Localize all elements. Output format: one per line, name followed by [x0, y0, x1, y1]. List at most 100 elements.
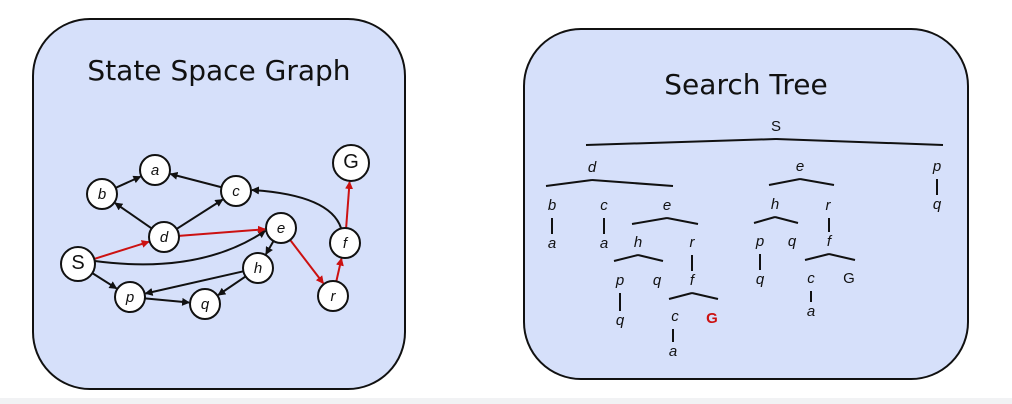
tree-node-n_h2: h [771, 196, 779, 213]
graph-node-label-e: e [277, 220, 285, 237]
graph-node-label-a: a [151, 162, 159, 179]
node-circle [139, 154, 171, 186]
edge-f-G [345, 180, 354, 229]
tree-branch-left-root [585, 138, 777, 146]
node-circle [189, 288, 221, 320]
edge-S-e [94, 229, 267, 266]
tree-branch-left-n_h1 [613, 254, 639, 262]
tree-node-n_b: b [548, 197, 556, 214]
tree-node-n_G1: G [706, 310, 718, 327]
tree-node-n_p1: p [932, 158, 941, 175]
edge-b-a [115, 175, 142, 189]
graph-node-label-q: q [201, 296, 210, 313]
tree-node-n_f2: f [827, 233, 833, 250]
graph-node-label-S: S [71, 252, 84, 274]
tree-node-n_f1: f [690, 272, 696, 289]
node-circle [329, 227, 361, 259]
tree-node-n_e1: e [796, 158, 804, 175]
edge-S-p [91, 272, 118, 290]
graph-node-label-f: f [343, 235, 349, 252]
search-tree-title: Search Tree [664, 68, 828, 101]
graph-node-b: b [86, 178, 118, 210]
graph-node-a: a [139, 154, 171, 186]
graph-node-p: p [114, 281, 146, 313]
node-circle [86, 178, 118, 210]
tree-branch-left-n_e1 [768, 178, 801, 186]
tree-branch-left-n_f1 [668, 292, 693, 300]
tree-node-n_r2: r [826, 197, 832, 214]
tree-node-n_c3: c [807, 270, 815, 287]
tree-node-n_q4: q [756, 271, 765, 288]
edge-r-f [335, 257, 344, 282]
edge-d-e [178, 225, 267, 237]
tree-node-n_q2: q [616, 312, 625, 329]
edge-e-h [265, 240, 275, 255]
graph-node-label-c: c [232, 183, 240, 200]
tree-node-n_q5: q [933, 196, 942, 213]
graph-node-label-p: p [125, 289, 134, 306]
graph-node-e: e [265, 212, 297, 244]
tree-node-n_a3: a [669, 343, 677, 360]
graph-node-h: h [242, 252, 274, 284]
tree-node-n_a2: a [600, 235, 608, 252]
graph-node-q: q [189, 288, 221, 320]
tree-node-n_G2: G [843, 270, 855, 287]
tree-branch-right-root [775, 138, 944, 146]
tree-branch-right-n_f1 [691, 292, 719, 300]
node-circle [148, 221, 180, 253]
tree-node-n_p2: p [615, 272, 624, 289]
graph-node-label-G: G [343, 151, 359, 173]
tree-branch-right-n_h1 [637, 254, 664, 262]
node-circle [114, 281, 146, 313]
tree-node-n_c2: c [671, 308, 679, 325]
edge-c-a [169, 171, 222, 189]
graph-node-S: S [60, 246, 96, 282]
tree-branch-right-n_e1 [799, 178, 835, 186]
tree-node-root: S [771, 118, 781, 135]
edge-p-q [144, 297, 191, 306]
state-space-graph-title: State Space Graph [87, 54, 351, 87]
edge-h-q [217, 275, 247, 296]
bottom-strip [0, 398, 1012, 404]
edge-d-b [114, 202, 153, 230]
graph-node-label-h: h [254, 260, 262, 277]
edge-h-p [144, 270, 244, 296]
graph-node-G: G [332, 144, 370, 182]
graph-node-f: f [329, 227, 361, 259]
node-circle [242, 252, 274, 284]
tree-node-n_q1: q [653, 272, 662, 289]
tree-branch-left-n_e2 [631, 217, 668, 225]
edge-f-c [251, 186, 342, 229]
tree-node-n_c1: c [600, 197, 608, 214]
tree-branch-left-n_d [545, 179, 593, 187]
tree-node-n_d: d [588, 159, 597, 176]
tree-branch-right-n_e2 [666, 217, 699, 225]
node-circle [220, 175, 252, 207]
tree-node-n_p3: p [755, 233, 764, 250]
tree-node-n_q3: q [788, 233, 797, 250]
graph-node-r: r [317, 280, 349, 312]
tree-branch-right-n_d [591, 179, 674, 187]
edge-S-d [93, 240, 150, 260]
tree-branch-right-n_f2 [828, 253, 856, 261]
node-circle [332, 144, 370, 182]
graph-node-label-r: r [331, 288, 337, 305]
node-circle [317, 280, 349, 312]
tree-node-n_a4: a [807, 303, 815, 320]
tree-branch-right-n_h2 [774, 216, 799, 224]
graph-node-label-d: d [160, 229, 169, 246]
tree-node-n_r1: r [690, 234, 696, 251]
node-circle [265, 212, 297, 244]
edge-e-r [289, 239, 325, 285]
tree-branch-left-n_f2 [804, 253, 830, 261]
tree-node-n_h1: h [634, 234, 642, 251]
search-tree-panel: Search Tree [523, 28, 969, 380]
edge-d-c [176, 198, 224, 230]
node-circle [60, 246, 96, 282]
tree-branch-left-n_h2 [753, 216, 776, 224]
graph-node-c: c [220, 175, 252, 207]
tree-node-n_e2: e [663, 197, 671, 214]
graph-node-d: d [148, 221, 180, 253]
